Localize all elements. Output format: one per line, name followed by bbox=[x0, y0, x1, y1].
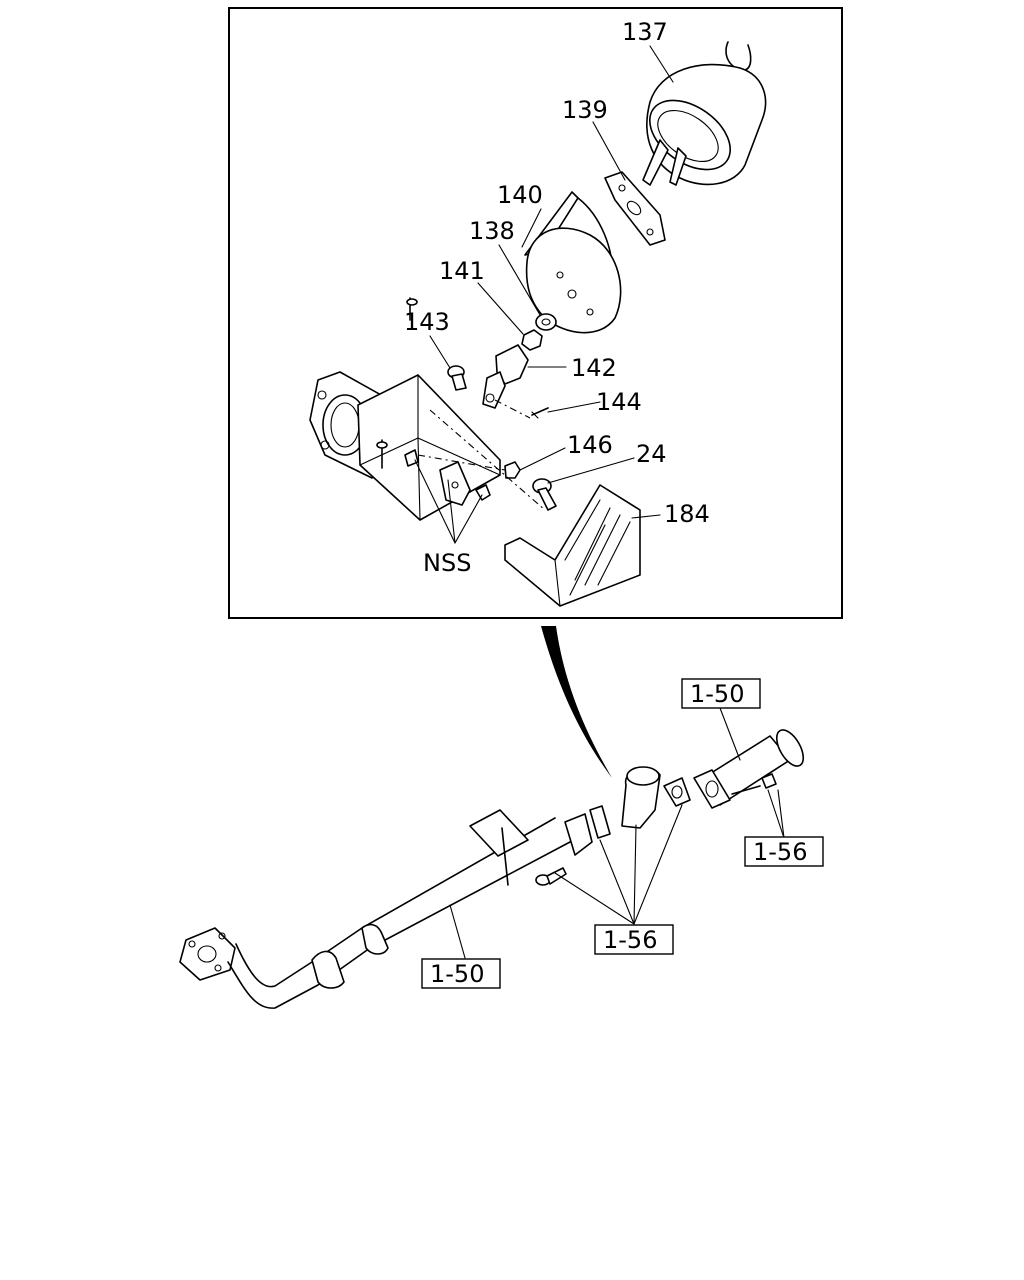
pin-144 bbox=[531, 407, 549, 419]
callout-184: 184 bbox=[664, 500, 710, 528]
callout-146: 146 bbox=[567, 431, 613, 459]
bolt-lower bbox=[535, 867, 567, 886]
callout-142: 142 bbox=[571, 354, 617, 382]
ref-fastener-right: 1-56 bbox=[744, 836, 824, 867]
svg-text:1-50: 1-50 bbox=[430, 960, 484, 988]
ref-pipe-upper: 1-50 bbox=[681, 678, 761, 709]
washer-138 bbox=[535, 313, 557, 331]
callout-141: 141 bbox=[439, 257, 485, 285]
bolt-24 bbox=[532, 478, 557, 511]
heat-shield-184 bbox=[504, 484, 641, 607]
pipe-adapter bbox=[589, 766, 691, 839]
svg-text:1-50: 1-50 bbox=[690, 680, 744, 708]
callout-138: 138 bbox=[469, 217, 515, 245]
assembly-line-1 bbox=[494, 399, 531, 419]
nut-141 bbox=[521, 329, 543, 351]
callout-137: 137 bbox=[622, 18, 668, 46]
svg-text:1-56: 1-56 bbox=[603, 926, 657, 954]
actuator-canister bbox=[642, 41, 767, 186]
detail-frame bbox=[228, 7, 843, 619]
callout-143: 143 bbox=[404, 308, 450, 336]
gasket bbox=[604, 171, 666, 246]
ref-fastener-center: 1-56 bbox=[594, 924, 674, 955]
callout-24: 24 bbox=[636, 440, 667, 468]
tailpipe-upper bbox=[693, 729, 805, 809]
assembly-line-3 bbox=[417, 454, 506, 471]
ref-pipe-lower: 1-50 bbox=[421, 958, 501, 989]
callout-nss: NSS bbox=[423, 549, 471, 577]
exhaust-brake-housing bbox=[309, 297, 501, 521]
front-exhaust-pipe bbox=[179, 809, 593, 1009]
callout-140: 140 bbox=[497, 181, 543, 209]
detail-arrow bbox=[541, 626, 612, 778]
lever-142 bbox=[482, 344, 529, 409]
callout-144: 144 bbox=[596, 388, 642, 416]
reference-leaders bbox=[449, 707, 785, 959]
leader-lines bbox=[414, 45, 674, 544]
bolt-143 bbox=[447, 365, 467, 391]
svg-text:1-56: 1-56 bbox=[753, 838, 807, 866]
actuator-bracket bbox=[524, 191, 622, 334]
nut-146 bbox=[504, 461, 521, 479]
callout-139: 139 bbox=[562, 96, 608, 124]
